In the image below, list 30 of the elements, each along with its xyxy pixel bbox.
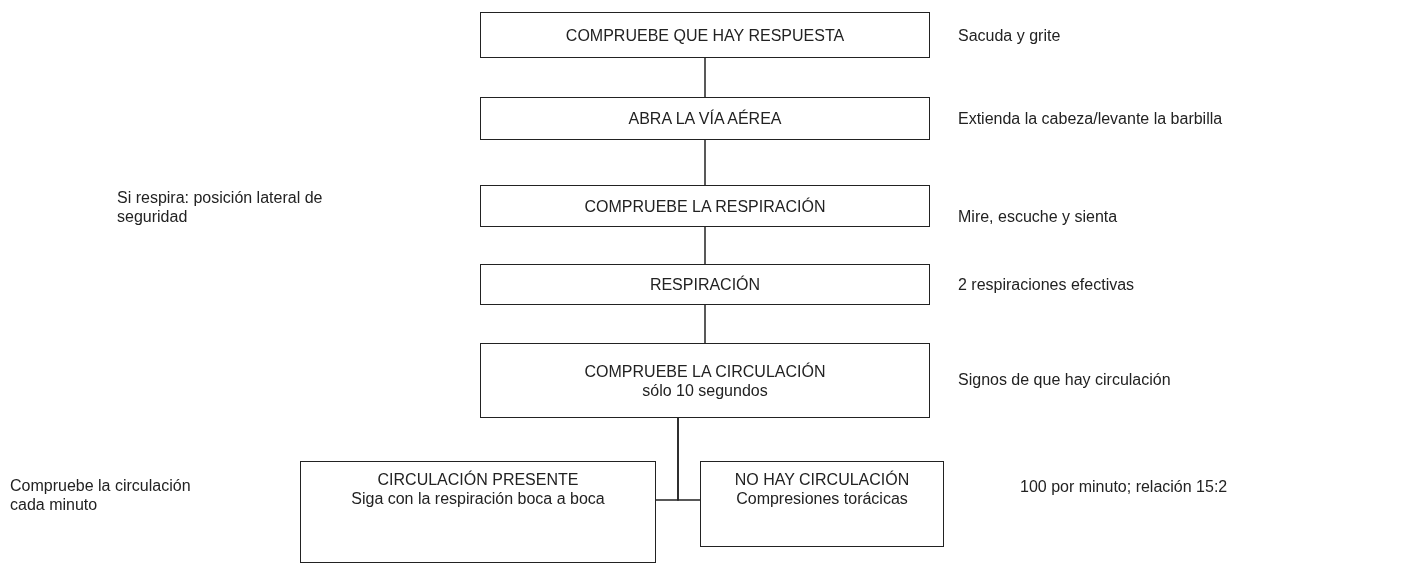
connector-line [704, 304, 706, 344]
box-subtext: Siga con la respiración boca a boca [350, 489, 606, 508]
note-text: Si respira: posición lateral de seguridad [117, 188, 324, 226]
box-heading: COMPRUEBE LA RESPIRACIÓN [583, 196, 827, 216]
process-box [480, 343, 930, 418]
box-subtext: sólo 10 segundos [641, 380, 769, 400]
connector-line [677, 417, 701, 501]
process-box [480, 12, 930, 58]
box-heading: NO HAY CIRCULACIÓN [733, 470, 911, 489]
side-note: Sacuda y grite [958, 26, 1062, 45]
side-note: Mire, escuche y sienta [958, 207, 1119, 226]
side-note: Extienda la cabeza/levante la barbilla [958, 109, 1224, 128]
side-note: 2 respiraciones efectivas [958, 275, 1136, 294]
process-box [480, 264, 930, 305]
box-heading: COMPRUEBE LA CIRCULACIÓN [583, 361, 827, 381]
note-text: Compruebe la circulación cada minuto [10, 476, 192, 514]
connector-line [704, 226, 706, 265]
note-text: 100 por minuto; relación 15:2 [1020, 477, 1229, 496]
process-box [300, 461, 656, 563]
connector-line [704, 139, 706, 186]
box-heading: COMPRUEBE QUE HAY RESPUESTA [564, 25, 846, 45]
process-box [480, 97, 930, 140]
process-box [700, 461, 944, 547]
side-note: Signos de que hay circulación [958, 370, 1172, 389]
box-heading: CIRCULACIÓN PRESENTE [376, 470, 580, 489]
connector-line [704, 57, 706, 98]
box-heading: ABRA LA VÍA AÉREA [627, 109, 783, 128]
box-subtext: Compresiones torácicas [735, 489, 909, 508]
box-heading: RESPIRACIÓN [648, 275, 762, 294]
process-box [480, 185, 930, 227]
